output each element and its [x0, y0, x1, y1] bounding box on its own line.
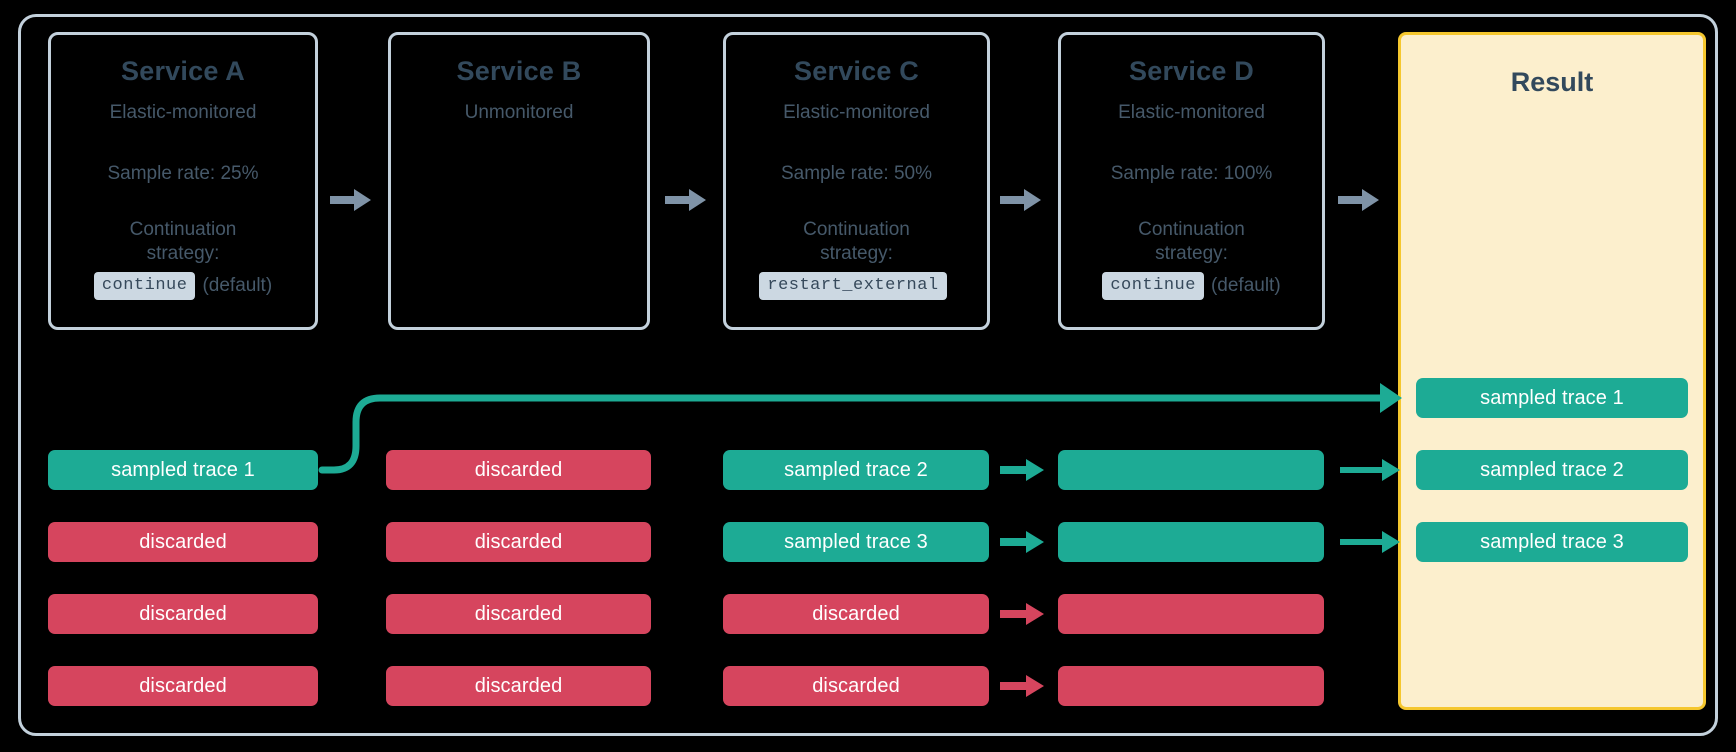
service-strategy-row: restart_external	[726, 271, 987, 300]
trace-bar-label: discarded	[812, 675, 900, 697]
service-strategy-label: Continuation strategy:	[726, 218, 987, 267]
service-strategy-label-line2: strategy:	[146, 243, 220, 265]
service-strategy-label: Continuation strategy:	[1061, 218, 1322, 267]
trace-bar-label: discarded	[139, 603, 227, 625]
trace-bar-label: sampled trace 3	[784, 531, 928, 553]
service-box-service-b: Service B Unmonitored	[388, 32, 650, 330]
trace-bar-label: sampled trace 2	[784, 459, 928, 481]
service-strategy-row: continue (default)	[1061, 271, 1322, 300]
flow-arrow-b-to-c	[665, 187, 707, 213]
trace-bar: discarded	[48, 666, 318, 706]
trace-bar	[1058, 594, 1324, 634]
bar-arrow-c-to-d-row1	[1000, 457, 1044, 483]
service-strategy-label-line1: Continuation	[129, 218, 237, 240]
flow-arrow-c-to-d	[1000, 187, 1042, 213]
trace-bar: discarded	[386, 666, 651, 706]
result-trace-bar: sampled trace 3	[1416, 522, 1688, 562]
result-trace-label: sampled trace 1	[1480, 387, 1624, 409]
service-strategy-row: continue (default)	[51, 271, 315, 300]
result-trace-bar: sampled trace 2	[1416, 450, 1688, 490]
service-monitoring: Elastic-monitored	[783, 102, 930, 124]
result-trace-bar: sampled trace 1	[1416, 378, 1688, 418]
trace-bar-label: sampled trace 1	[111, 459, 255, 481]
service-title: Service B	[456, 56, 582, 86]
result-title: Result	[1510, 67, 1594, 97]
trace-bar: discarded	[386, 594, 651, 634]
flow-arrow-a-to-b	[330, 187, 372, 213]
trace-bar: discarded	[723, 594, 989, 634]
trace-bar-label: discarded	[139, 531, 227, 553]
trace-bar: sampled trace 3	[723, 522, 989, 562]
service-strategy-value: restart_external	[759, 271, 947, 300]
service-sample-rate: Sample rate: 50%	[780, 163, 933, 185]
service-monitoring: Elastic-monitored	[109, 102, 257, 124]
service-title: Service D	[1129, 56, 1254, 86]
service-sample-rate: Sample rate: 25%	[107, 163, 259, 185]
trace-bar	[1058, 666, 1324, 706]
trace-bar-label: discarded	[812, 603, 900, 625]
service-strategy-note: (default)	[202, 274, 273, 296]
trace-bar: discarded	[48, 522, 318, 562]
trace-bar: discarded	[386, 450, 651, 490]
trace-bar-label: discarded	[139, 675, 227, 697]
trace-bar	[1058, 522, 1324, 562]
service-strategy-label-line2: strategy:	[820, 243, 893, 265]
trace-bar-label: discarded	[474, 675, 563, 697]
service-strategy-label: Continuation strategy:	[51, 218, 315, 267]
service-title: Service A	[121, 56, 245, 86]
trace-bar: sampled trace 1	[48, 450, 318, 490]
service-title: Service C	[794, 56, 919, 86]
bar-arrow-d-to-result-row2	[1340, 529, 1400, 555]
service-strategy-value: continue	[1102, 271, 1204, 300]
result-trace-label: sampled trace 2	[1480, 459, 1624, 481]
outer-frame	[18, 14, 1718, 736]
trace-bar-label: discarded	[474, 603, 563, 625]
result-panel: Result	[1398, 32, 1706, 710]
trace-bar	[1058, 450, 1324, 490]
service-strategy-label-line2: strategy:	[1155, 243, 1228, 265]
bar-arrow-d-to-result-row1	[1340, 457, 1400, 483]
trace-bar: discarded	[386, 522, 651, 562]
service-monitoring: Unmonitored	[464, 102, 574, 124]
bar-arrow-c-to-d-row3	[1000, 601, 1044, 627]
service-strategy-label-line1: Continuation	[1138, 218, 1245, 240]
service-monitoring: Elastic-monitored	[1118, 102, 1265, 124]
bar-arrow-c-to-d-row4	[1000, 673, 1044, 699]
service-box-service-d: Service D Elastic-monitored Sample rate:…	[1058, 32, 1325, 330]
service-box-service-c: Service C Elastic-monitored Sample rate:…	[723, 32, 990, 330]
trace-bar: discarded	[48, 594, 318, 634]
bar-arrow-c-to-d-row2	[1000, 529, 1044, 555]
service-strategy-note: (default)	[1210, 274, 1281, 296]
flow-arrow-d-to-result	[1338, 187, 1380, 213]
trace-bar: sampled trace 2	[723, 450, 989, 490]
service-strategy-value: continue	[93, 271, 196, 300]
trace-bar: discarded	[723, 666, 989, 706]
trace-bar-label: discarded	[474, 459, 563, 481]
service-box-service-a: Service A Elastic-monitored Sample rate:…	[48, 32, 318, 330]
service-strategy-label-line1: Continuation	[803, 218, 910, 240]
trace-bar-label: discarded	[474, 531, 563, 553]
result-trace-label: sampled trace 3	[1480, 531, 1624, 553]
service-sample-rate: Sample rate: 100%	[1110, 163, 1273, 185]
